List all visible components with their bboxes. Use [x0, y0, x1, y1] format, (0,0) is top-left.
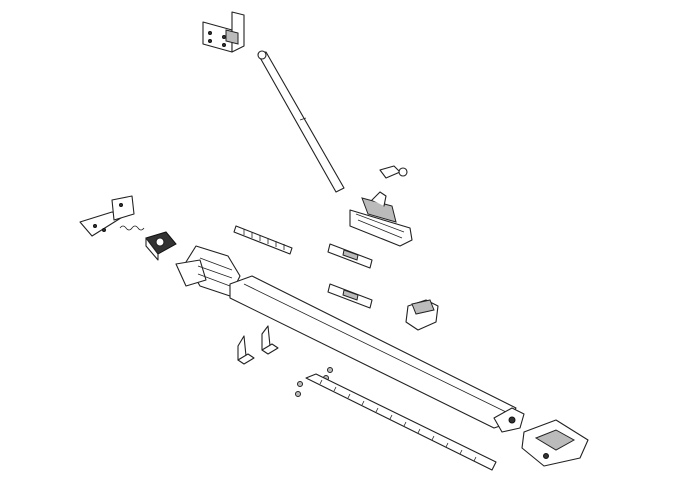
door-arm [257, 50, 345, 193]
chain-segment [233, 225, 293, 255]
rail-connector-2 [327, 283, 373, 309]
release-knob [379, 165, 408, 179]
motor-unit [521, 419, 589, 467]
carriage-cover [175, 245, 241, 297]
mounting-bracket-1 [237, 335, 255, 365]
door-bracket [202, 11, 245, 53]
rail-connector-1 [327, 243, 373, 269]
trolley [349, 191, 413, 247]
rack-strip [305, 373, 497, 471]
stop-bracket [405, 299, 439, 331]
mounting-bracket-2 [261, 325, 279, 355]
end-pulley [493, 407, 525, 433]
header-bracket [79, 195, 145, 237]
idler-pulley [145, 231, 177, 261]
